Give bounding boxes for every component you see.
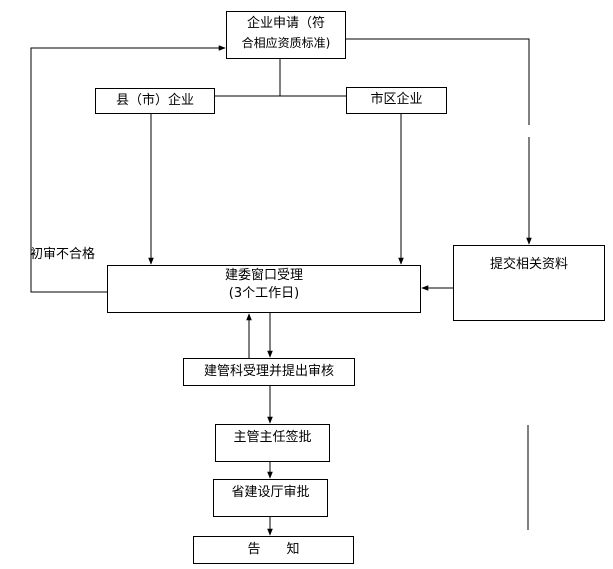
district-label: 市区企业 (370, 92, 423, 107)
fail-label: 初审不合格 (30, 247, 96, 262)
province-label: 省建设厅审批 (231, 485, 310, 500)
materials-label: 提交相关资料 (489, 257, 568, 272)
review-label: 建管科受理并提出审核 (203, 364, 334, 379)
window-label-line2: (3个工作日) (228, 286, 300, 301)
district-node (346, 87, 447, 114)
apply-label-line2: 合相应资质标准) (241, 36, 331, 50)
notify-label: 告 知 (247, 542, 300, 557)
materials-node (453, 245, 605, 321)
director-node (215, 424, 330, 462)
apply-to-materials-line-top (346, 38, 530, 125)
apply-label-line1: 企业申请（符 (246, 16, 325, 31)
notify-node (193, 536, 354, 564)
province-node (213, 479, 328, 517)
county-label: 县（市）企业 (115, 93, 194, 108)
fail-return-arrow (30, 45, 226, 293)
review-node (183, 358, 355, 386)
window-node (107, 265, 421, 313)
county-node (95, 88, 215, 114)
window-label-line1: 建委窗口受理 (224, 268, 303, 283)
director-label: 主管主任签批 (233, 430, 312, 445)
apply-node (226, 11, 346, 59)
